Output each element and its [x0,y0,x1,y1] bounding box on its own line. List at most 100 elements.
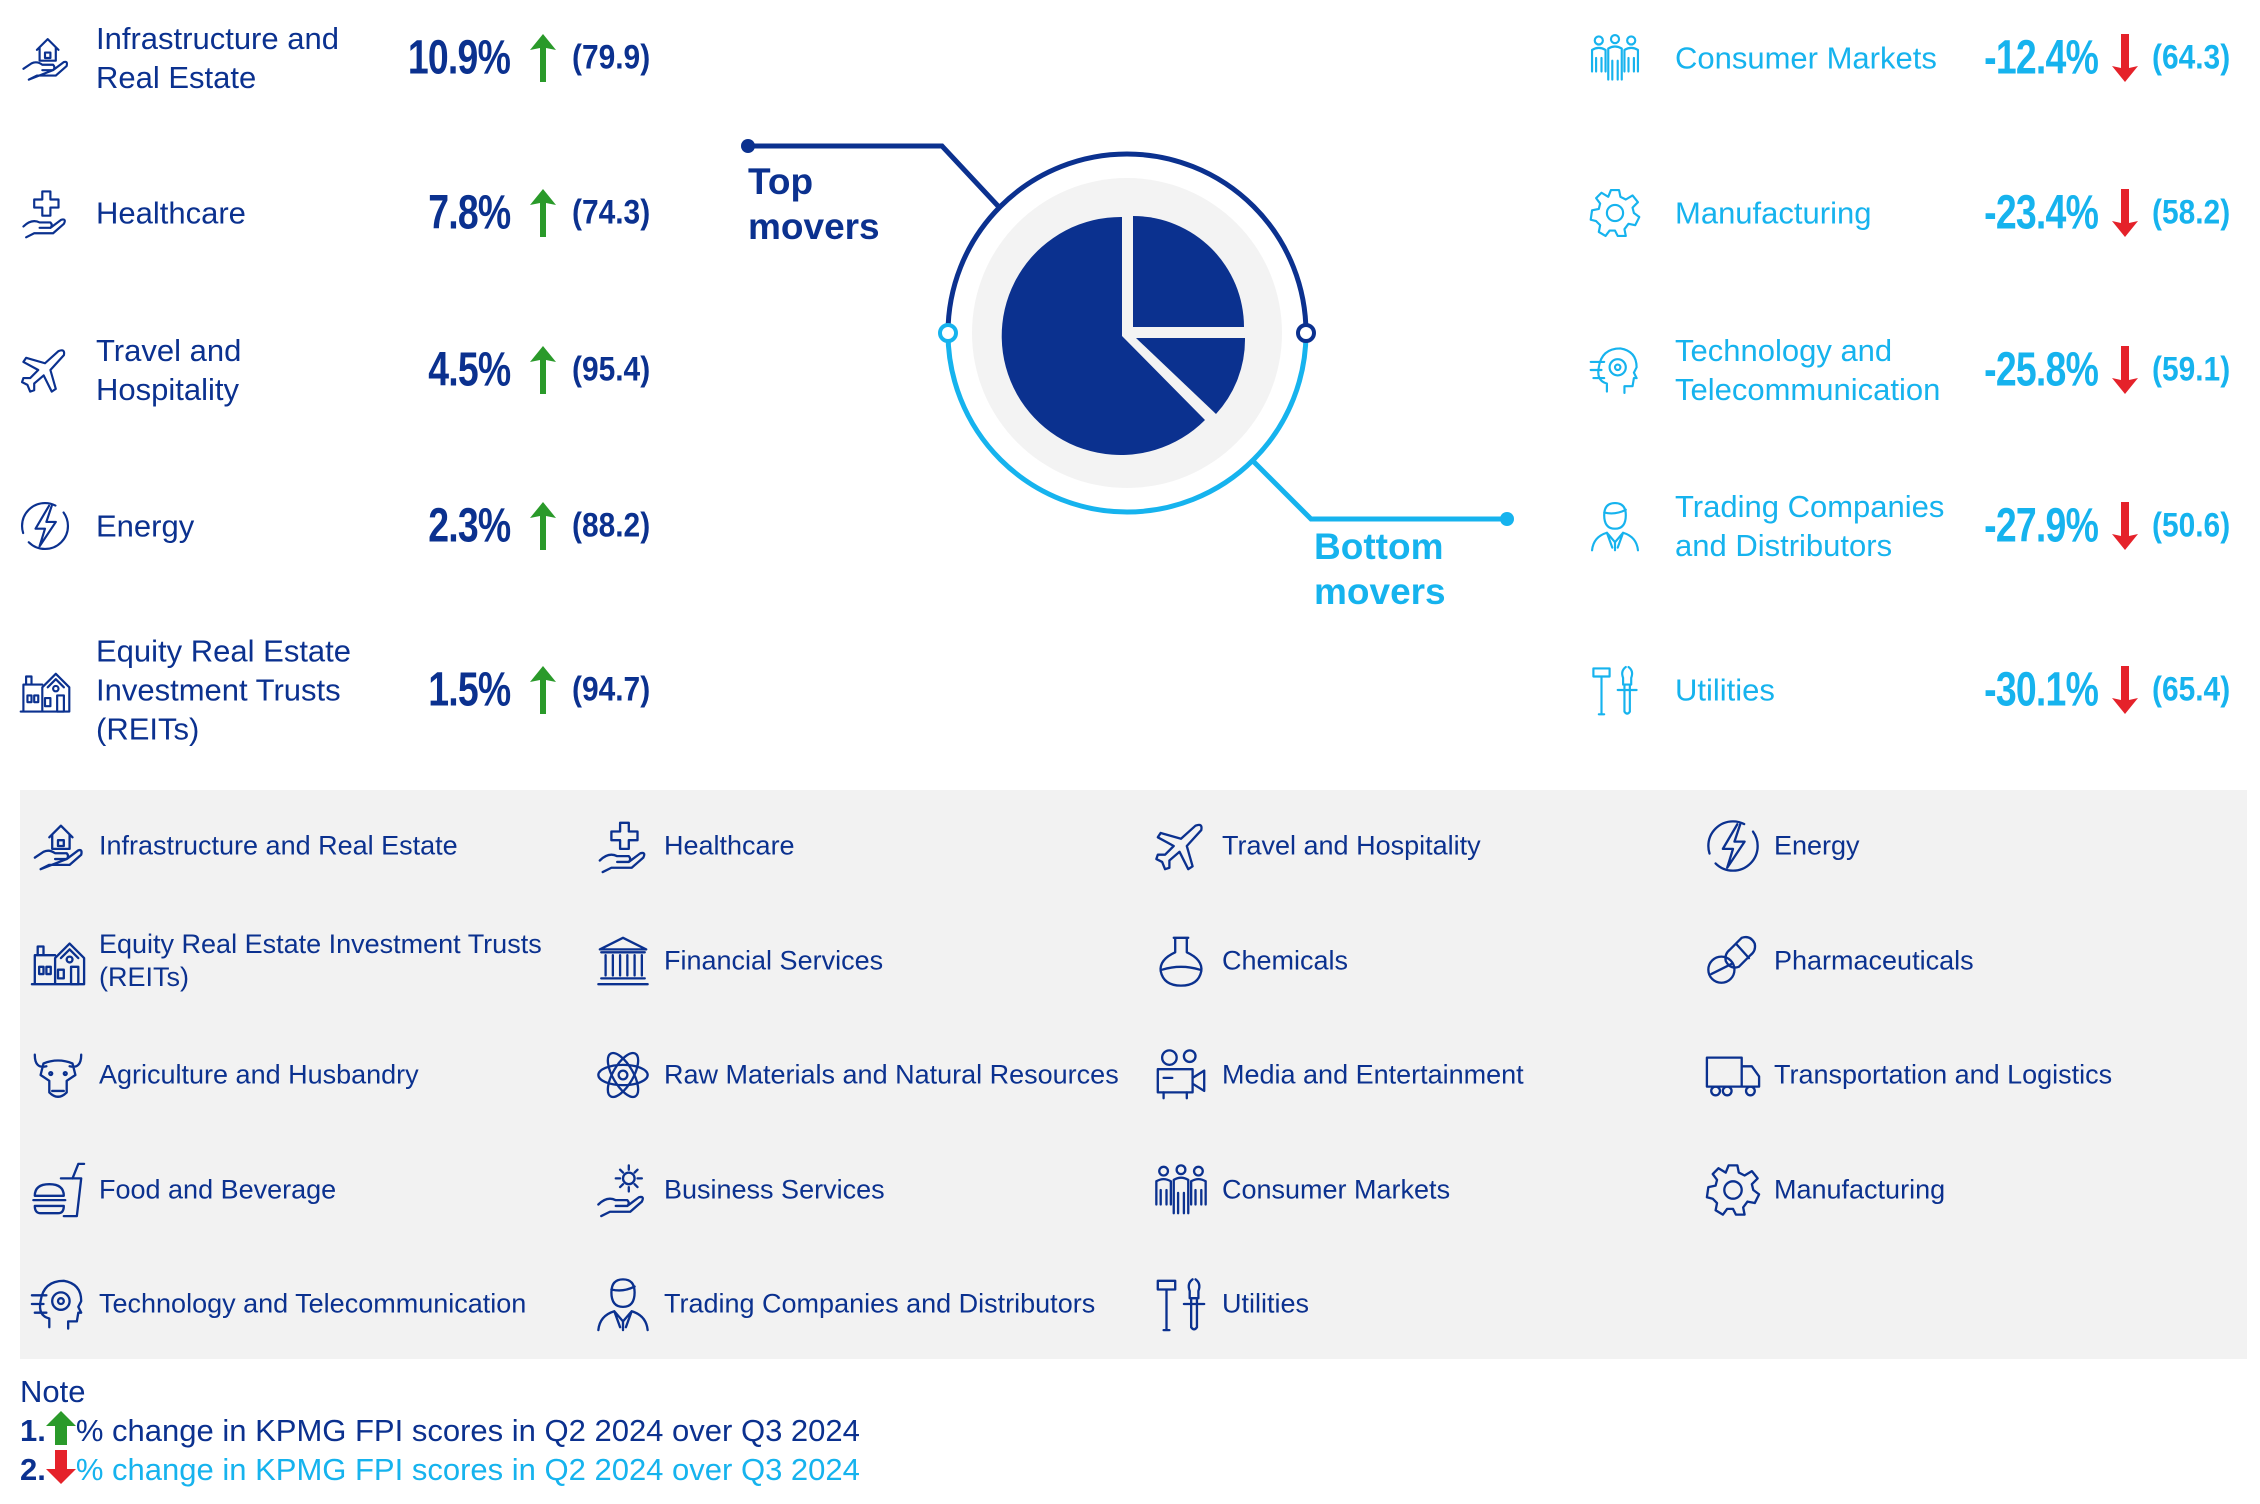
percent-change: -23.4% [1984,186,2099,240]
top-leader-dot [741,139,755,153]
mover-row: Consumer Markets-12.4%(64.3) [0,0,2260,118]
sector-label: Trading Companies and Distributors [1675,489,1945,563]
buildings-icon [29,932,87,990]
bottom-movers-title-line2: movers [1314,571,1446,612]
flask-icon [1152,932,1210,990]
fpi-score: (50.6) [2152,506,2231,545]
left-ring-node [938,323,958,343]
up-arrow-icon [528,346,558,394]
note-line-2-text: % change in KPMG FPI scores in Q2 2024 o… [75,1452,860,1487]
legend-item: Chemicals [1152,916,1712,1006]
legend-label: Consumer Markets [1222,1174,1451,1205]
legend-item: Manufacturing [1704,1145,2260,1235]
tech-head-icon [1588,343,1642,397]
legend-item: Business Services [594,1145,1154,1235]
legend-item: Trading Companies and Distributors [594,1259,1154,1349]
legend-item: Transportation and Logistics [1704,1030,2260,1120]
top-movers-leader-line [748,143,1000,208]
airplane-icon [18,343,72,397]
house-in-hand-icon [18,31,72,85]
lightning-bolt-icon [18,499,72,553]
legend-label: Trading Companies and Distributors [664,1288,1096,1319]
sector-label: Infrastructure and Real Estate [96,21,339,95]
legend-label: Equity Real Estate Investment Trusts (RE… [99,929,542,992]
people-group-icon [1588,31,1642,85]
legend-label: Technology and Telecommunication [99,1288,527,1319]
bottom-leader-dot [1500,512,1514,526]
up-arrow-icon [528,34,558,82]
gear-icon [1588,186,1642,240]
legend-label: Business Services [664,1174,885,1205]
lightning-bolt-icon [1704,817,1762,875]
up-arrow-icon [45,1411,76,1445]
top-movers-title-line1: Top [748,161,814,202]
bank-icon [594,932,652,990]
note-title: Note [20,1374,86,1409]
tech-head-icon [29,1275,87,1333]
top-movers-title: Top movers [748,159,880,249]
percent-change: 10.9% [407,31,511,85]
gear-in-hand-icon [594,1161,652,1219]
mover-row: Manufacturing-23.4%(58.2) [0,153,2260,273]
sector-label: Equity Real Estate Investment Trusts (RE… [96,633,352,747]
buildings-icon [18,663,72,717]
people-group-icon [1152,1161,1210,1219]
sector-label: Consumer Markets [1675,40,1937,76]
truck-icon [1704,1046,1762,1104]
food-drink-icon [29,1161,87,1219]
legend-item: Agriculture and Husbandry [29,1030,589,1120]
up-arrow-icon [528,189,558,237]
sector-label: Healthcare [96,195,246,231]
legend-item: Media and Entertainment [1152,1030,1712,1120]
legend-item: Energy [1704,801,2260,891]
video-camera-icon [1152,1046,1210,1104]
legend-label: Pharmaceuticals [1774,945,1974,976]
pie-main-slice [1001,216,1205,455]
fpi-score: (94.7) [572,670,651,709]
businessperson-icon [594,1275,652,1333]
legend-label: Media and Entertainment [1222,1059,1524,1090]
legend-item: Equity Real Estate Investment Trusts (RE… [29,916,589,1006]
fpi-score: (74.3) [572,193,651,232]
pie-top-right-slice [1133,216,1244,327]
legend-item: Pharmaceuticals [1704,916,2260,1006]
legend-label: Raw Materials and Natural Resources [664,1059,1119,1090]
percent-change: 7.8% [427,186,511,240]
percent-change: -12.4% [1984,31,2099,85]
note-line-2-number: 2. [20,1452,46,1487]
legend-label: Manufacturing [1774,1174,1946,1205]
legend-label: Agriculture and Husbandry [99,1059,419,1090]
fpi-score: (79.9) [572,38,651,77]
gear-icon [1704,1161,1762,1219]
legend-item: Travel and Hospitality [1152,801,1712,891]
sector-label: Energy [96,508,195,544]
legend-item: Infrastructure and Real Estate [29,801,589,891]
percent-change: 2.3% [427,499,511,553]
legend-item: Food and Beverage [29,1145,589,1235]
movers-pie-graphic [741,139,1514,526]
legend-item: Utilities [1152,1259,1712,1349]
percent-change: 1.5% [427,663,511,717]
fpi-score: (65.4) [2152,670,2231,709]
tools-icon [1152,1275,1210,1333]
mover-row: Healthcare 7.8% (74.3) [0,153,2260,273]
top-movers-title-line2: movers [748,206,880,247]
legend-label: Utilities [1222,1288,1310,1319]
bull-icon [29,1046,87,1104]
down-arrow-icon [2110,666,2140,714]
fpi-score: (59.1) [2152,350,2231,389]
tools-icon [1588,663,1642,717]
note-line-2: 2. % change in KPMG FPI scores in Q2 2024… [20,1450,860,1489]
legend-label: Infrastructure and Real Estate [99,830,458,861]
down-arrow-icon [2110,189,2140,237]
bottom-movers-title: Bottom movers [1314,524,1446,614]
down-arrow-icon [45,1450,76,1484]
pie-right-slice [1136,338,1246,414]
note-line-1-text: % change in KPMG FPI scores in Q2 2024 o… [75,1413,860,1448]
legend-label: Financial Services [664,945,884,976]
legend-label: Healthcare [664,830,795,861]
sector-label: Utilities [1675,672,1775,708]
note-line-1: 1.% change in KPMG FPI scores in Q2 2024… [20,1411,860,1450]
